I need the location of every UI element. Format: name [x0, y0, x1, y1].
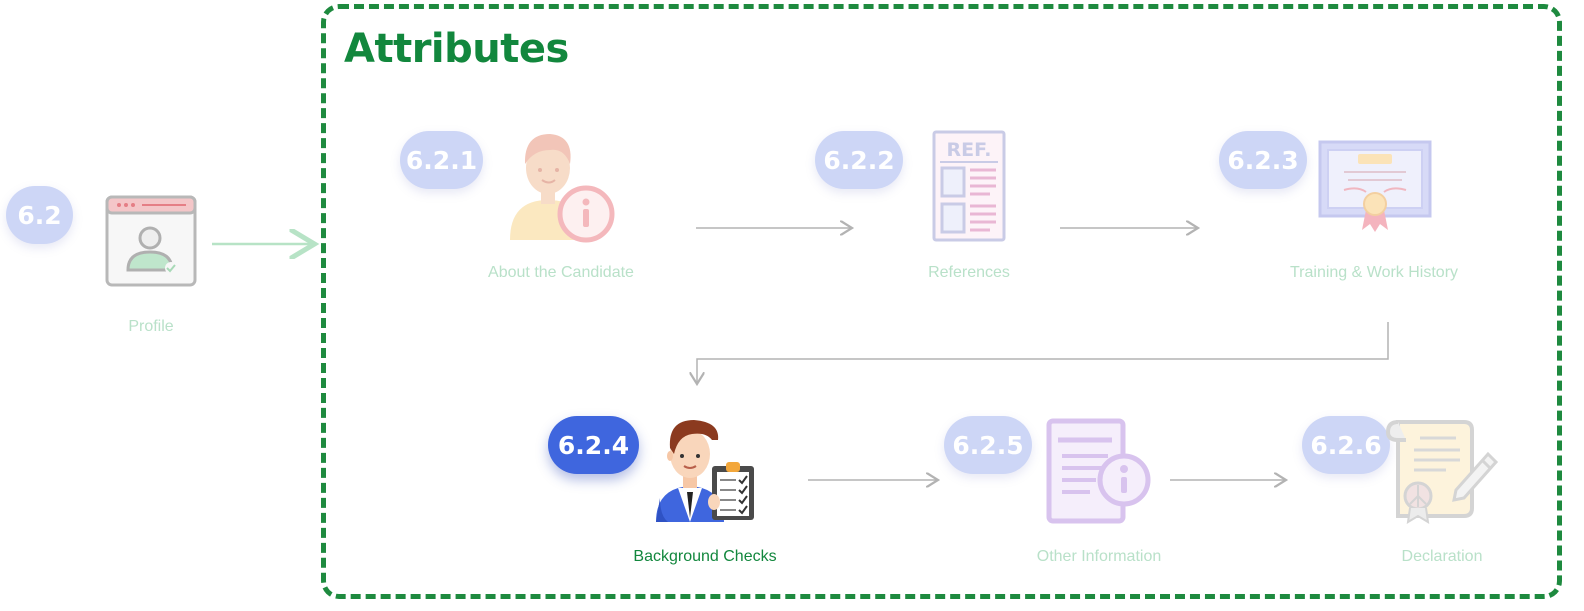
svg-text:REF.: REF. — [946, 139, 991, 161]
profile-window-icon[interactable] — [104, 194, 198, 288]
document-info-icon[interactable] — [1046, 418, 1152, 524]
step-label-6-2-5: Other Information — [1036, 548, 1162, 565]
step-label-6-2-4: Background Checks — [633, 548, 777, 565]
declaration-scroll-icon[interactable] — [1384, 418, 1500, 524]
step-badge-6-2-6: 6.2.6 — [1302, 416, 1390, 474]
attributes-group-frame — [321, 4, 1562, 599]
reference-document-icon[interactable]: REF. — [932, 130, 1006, 242]
step-label-6-2-1: About the Candidate — [488, 264, 634, 281]
group-title: Attributes — [344, 26, 569, 72]
step-badge-6-2-2: 6.2.2 — [815, 131, 903, 189]
step-label-6-2-3: Training & Work History — [1289, 264, 1459, 281]
step-badge-6-2-4: 6.2.4 — [548, 416, 639, 474]
profile-label: Profile — [128, 318, 174, 335]
background-check-person-icon[interactable] — [654, 418, 758, 524]
profile-badge: 6.2 — [6, 186, 73, 244]
step-badge-6-2-1: 6.2.1 — [400, 131, 483, 189]
step-label-6-2-2: References — [928, 264, 1010, 281]
candidate-info-icon[interactable] — [504, 128, 618, 244]
certificate-icon[interactable] — [1318, 140, 1432, 234]
arrow-step3-to-step4 — [697, 322, 1389, 384]
step-label-6-2-6: Declaration — [1401, 548, 1483, 565]
step-badge-6-2-3: 6.2.3 — [1219, 131, 1307, 189]
step-badge-6-2-5: 6.2.5 — [944, 416, 1032, 474]
